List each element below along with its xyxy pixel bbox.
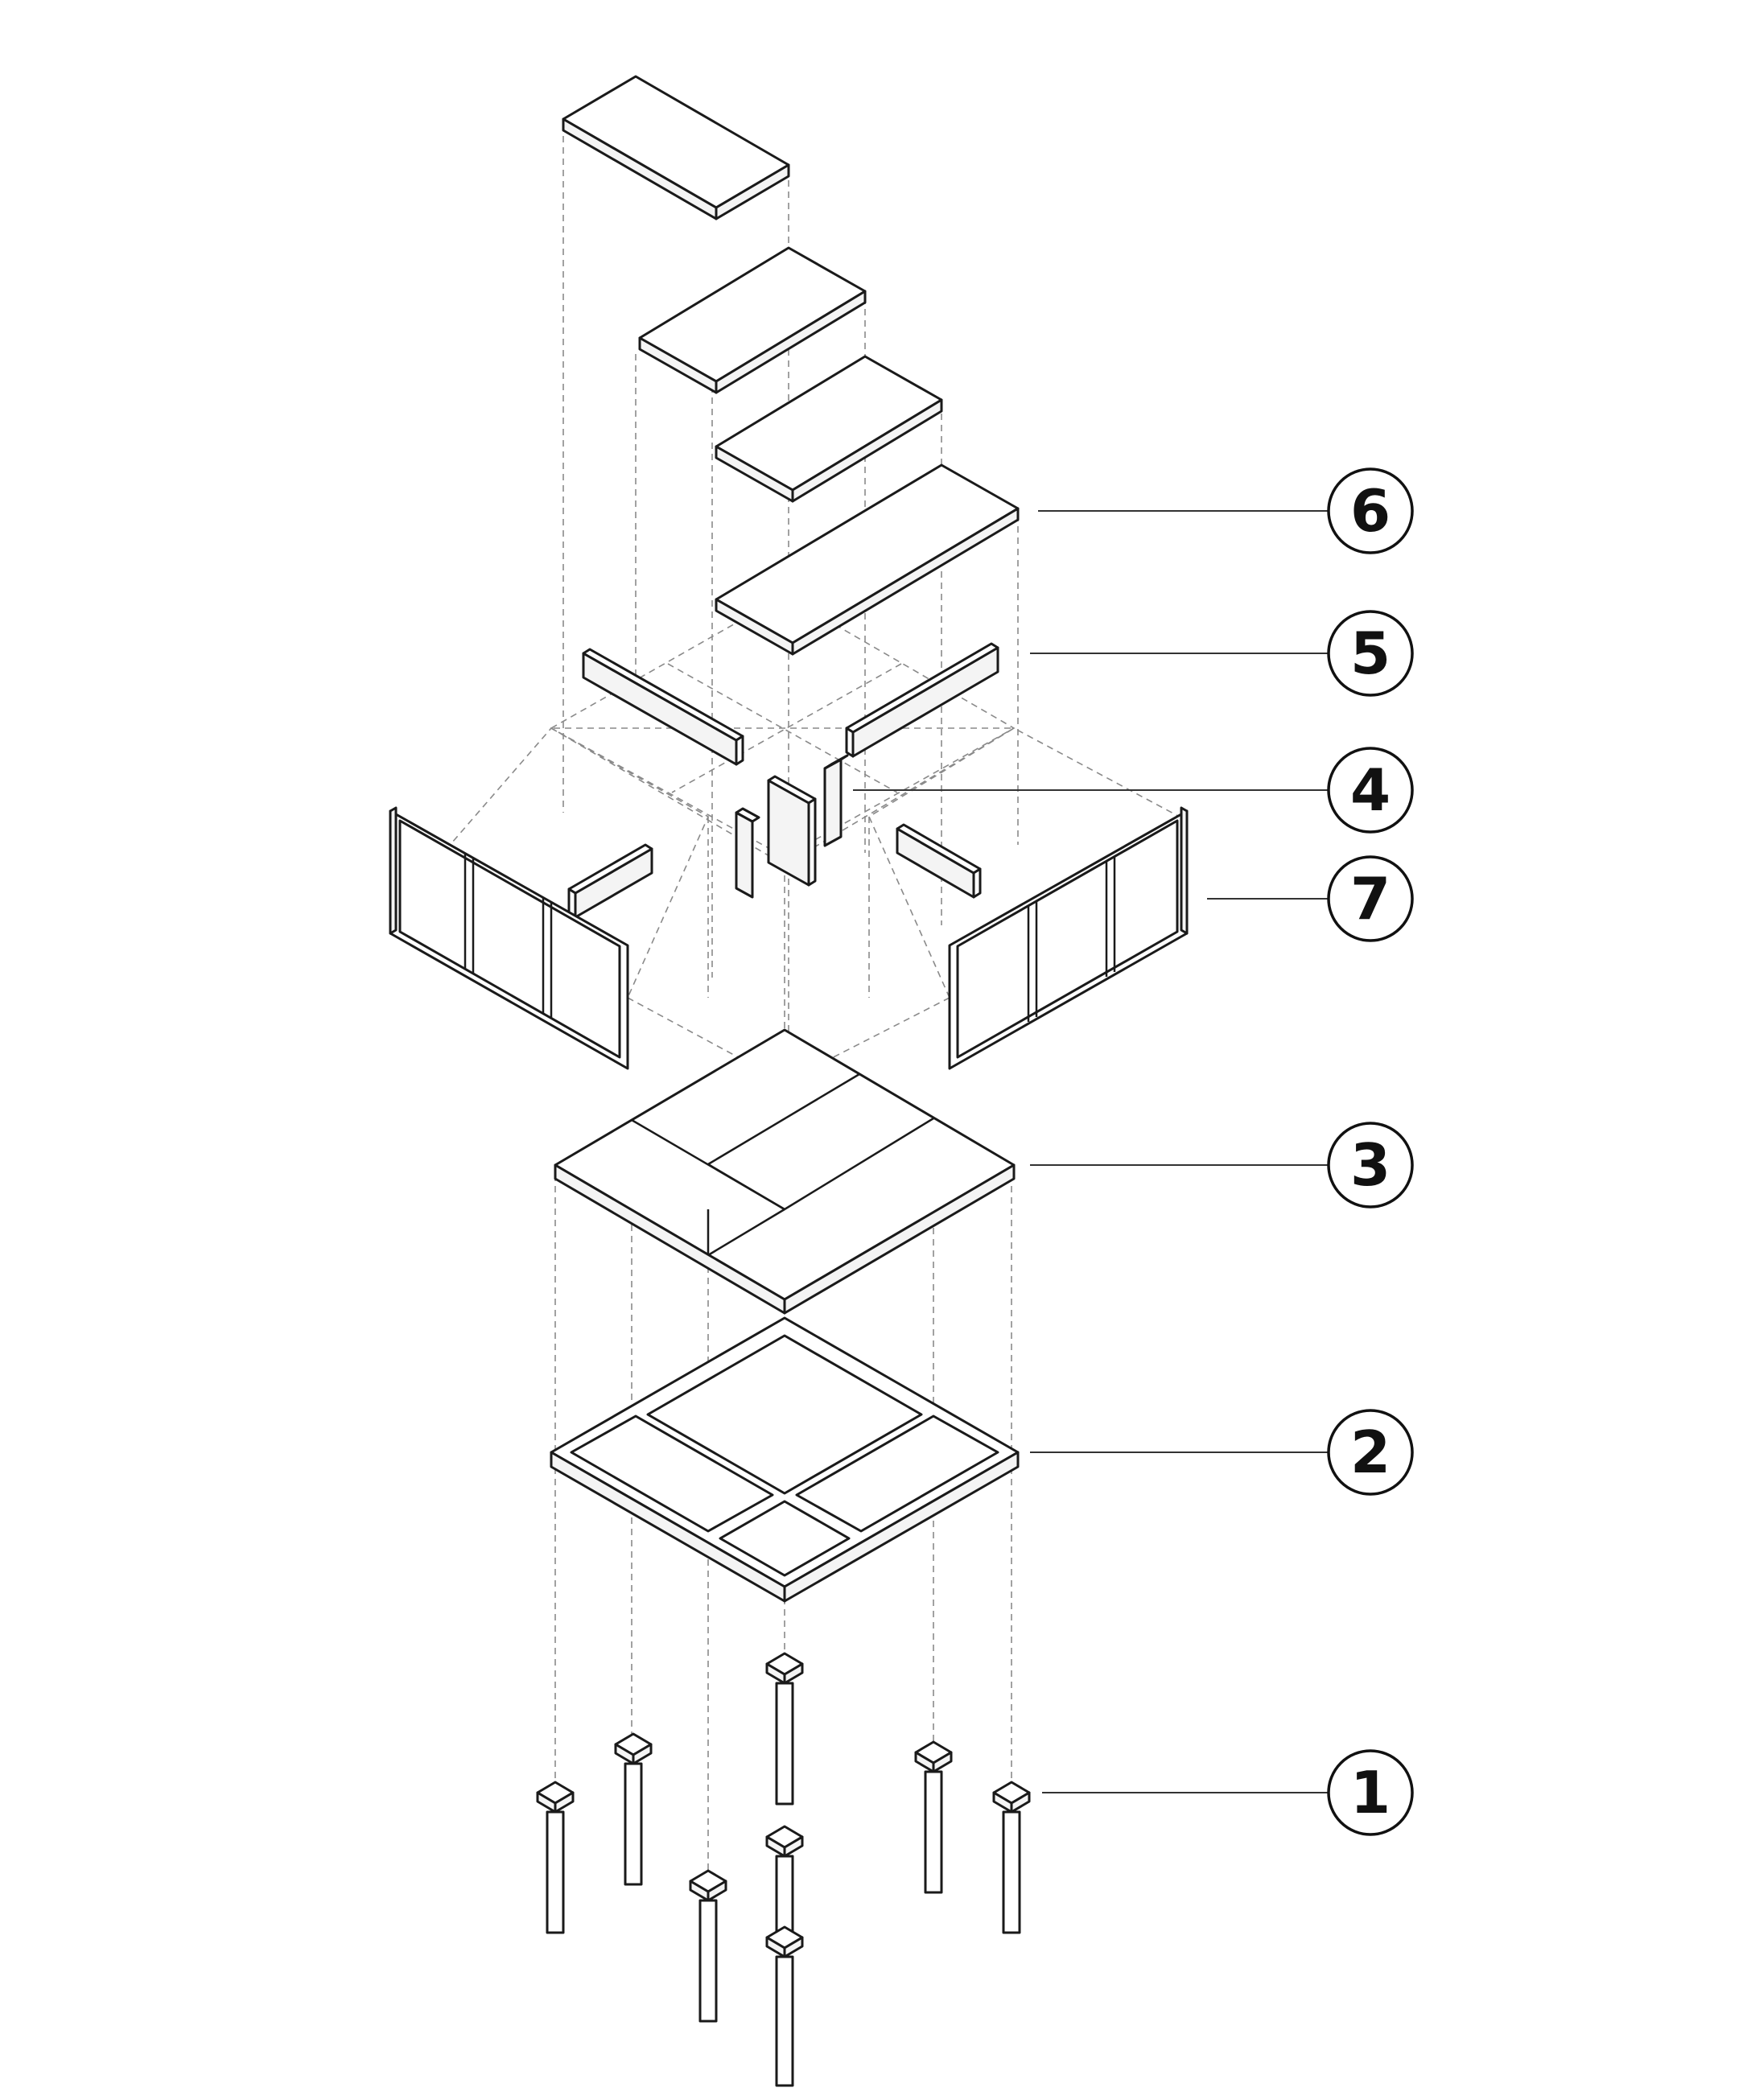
- pile-5: [765, 1825, 804, 1938]
- callouts: 6 5 4 7 3 2 1: [853, 467, 1414, 1836]
- pile-6: [765, 1925, 804, 2087]
- callout-5-label: 5: [1350, 620, 1391, 687]
- callout-2: 2: [1030, 1409, 1414, 1496]
- callout-6-label: 6: [1350, 477, 1391, 545]
- callout-4: 4: [853, 747, 1414, 834]
- callout-5: 5: [1030, 610, 1414, 697]
- stair-slab-3: [715, 355, 943, 503]
- beam-right: [845, 642, 999, 758]
- callout-7-label: 7: [1350, 865, 1391, 933]
- callout-7: 7: [1207, 855, 1414, 942]
- pile-1: [536, 1781, 575, 1934]
- pile-3: [689, 1869, 727, 2023]
- floor-frame: [550, 1316, 1020, 1603]
- callout-1-label: 1: [1350, 1759, 1391, 1826]
- stair-slab-top: [562, 75, 790, 220]
- stair-slab-4: [715, 463, 1020, 656]
- frame-walls: [389, 806, 1189, 1070]
- pile-7: [914, 1740, 953, 1894]
- center-posts: [735, 754, 849, 899]
- frame-wall-left: [389, 806, 629, 1070]
- post-left: [735, 807, 760, 899]
- beam-lower-left: [567, 843, 653, 919]
- piles: [536, 1652, 1031, 2087]
- beam-lower-right: [896, 823, 982, 899]
- wall-beams: [567, 642, 999, 919]
- callout-6: 6: [1038, 467, 1414, 554]
- callout-1: 1: [1042, 1749, 1414, 1836]
- stair-slabs: [562, 75, 1020, 656]
- callout-2-label: 2: [1350, 1419, 1391, 1486]
- pile-4: [765, 1652, 804, 1806]
- stair-slab-2: [638, 246, 867, 394]
- callout-3: 3: [1030, 1122, 1414, 1209]
- post-right: [823, 754, 849, 847]
- callout-4-label: 4: [1350, 756, 1391, 824]
- pile-8: [992, 1781, 1031, 1934]
- floor-deck: [554, 1028, 1016, 1315]
- frame-wall-right: [948, 806, 1189, 1070]
- pile-2: [614, 1732, 653, 1886]
- beam-left: [582, 648, 744, 766]
- post-center-big: [767, 775, 817, 887]
- callout-3-label: 3: [1350, 1131, 1391, 1199]
